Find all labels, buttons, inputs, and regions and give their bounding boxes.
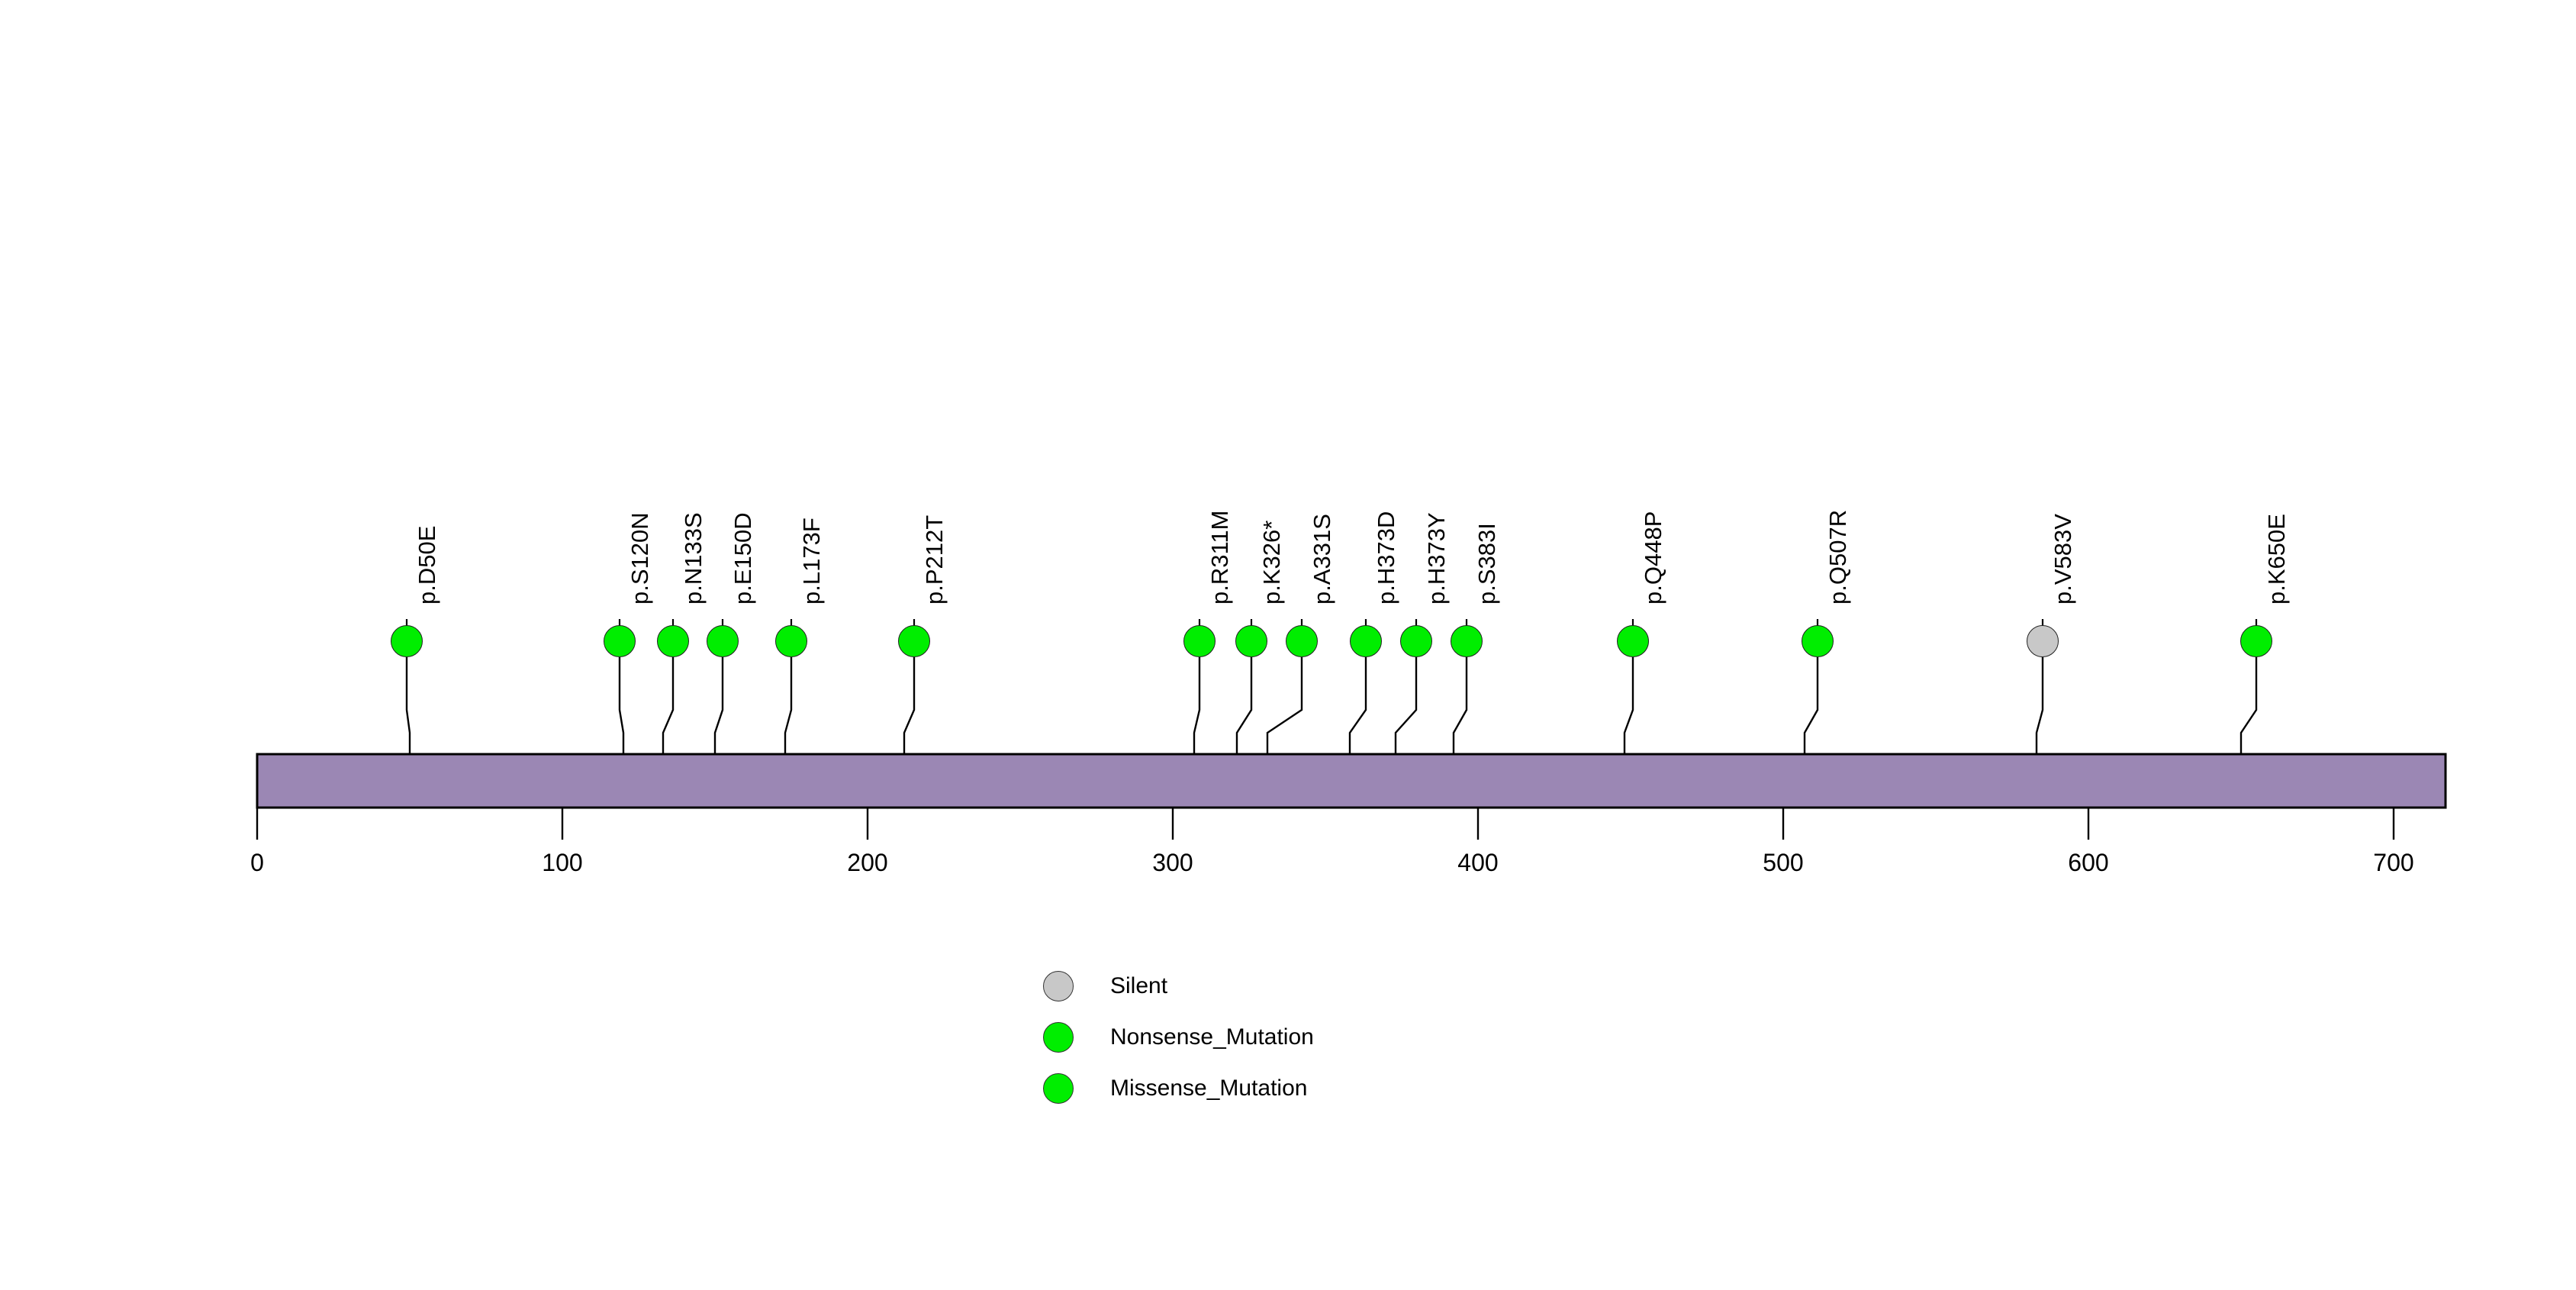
lollipop-dot-pQ448P[interactable] — [1617, 625, 1649, 657]
x-tick-label-400: 400 — [1457, 849, 1499, 876]
lollipop-label-pR311M: p.R311M — [1206, 510, 1233, 605]
lollipop-dot-pH373Y[interactable] — [1400, 625, 1432, 657]
lollipop-dot-pK326[interactable] — [1235, 625, 1267, 657]
lollipop-label-pQ507R: p.Q507R — [1824, 509, 1851, 605]
lollipop-label-pN133S: p.N133S — [680, 512, 707, 605]
lollipop-label-pP212T: p.P212T — [921, 514, 948, 605]
lollipop-label-pL173F: p.L173F — [798, 518, 825, 605]
lollipop-label-pS120N: p.S120N — [626, 512, 653, 605]
lollipop-label-pH373D: p.H373D — [1373, 511, 1399, 605]
lollipop-label-pH373Y: p.H373Y — [1423, 512, 1450, 605]
x-tick-label-0: 0 — [250, 849, 264, 876]
x-tick-label-200: 200 — [847, 849, 888, 876]
x-tick-label-500: 500 — [1763, 849, 1804, 876]
lollipop-dot-pE150D[interactable] — [707, 625, 739, 657]
lollipop-dot-pH373D[interactable] — [1350, 625, 1382, 657]
lollipop-label-pQ448P: p.Q448P — [1640, 511, 1666, 605]
lollipop-dot-pP212T[interactable] — [898, 625, 930, 657]
lollipop-dot-pR311M[interactable] — [1183, 625, 1216, 657]
lollipop-label-pV583V: p.V583V — [2050, 514, 2076, 605]
lollipop-dot-pA331S[interactable] — [1286, 625, 1318, 657]
protein-bar-group — [256, 753, 2447, 809]
lollipop-label-pK650E: p.K650E — [2263, 514, 2290, 605]
legend-label-silent: Silent — [1110, 973, 1168, 998]
protein-domain-bar — [256, 753, 2447, 809]
lollipop-label-pD50E: p.D50E — [414, 525, 440, 605]
legend-swatch-nonsense_mutation[interactable] — [1043, 1022, 1074, 1053]
lollipop-dot-pS120N[interactable] — [604, 625, 636, 657]
lollipop-dot-pN133S[interactable] — [657, 625, 689, 657]
lollipop-dot-pL173F[interactable] — [775, 625, 807, 657]
lollipop-dot-pV583V[interactable] — [2027, 625, 2059, 657]
lollipop-dot-pQ507R[interactable] — [1802, 625, 1834, 657]
legend-label-missense_mutation: Missense_Mutation — [1110, 1076, 1308, 1101]
lollipop-label-pE150D: p.E150D — [729, 512, 756, 605]
x-axis-group — [256, 808, 2395, 840]
x-tick-label-600: 600 — [2068, 849, 2109, 876]
legend-label-nonsense_mutation: Nonsense_Mutation — [1110, 1024, 1314, 1050]
legend-swatch-missense_mutation[interactable] — [1043, 1073, 1074, 1104]
x-tick-label-100: 100 — [542, 849, 583, 876]
lollipop-label-pS383I: p.S383I — [1473, 523, 1500, 605]
lollipop-label-pK326: p.K326* — [1258, 520, 1285, 605]
lollipop-dot-pD50E[interactable] — [391, 625, 423, 657]
lollipop-dot-pS383I[interactable] — [1451, 625, 1483, 657]
x-tick-label-300: 300 — [1152, 849, 1193, 876]
lollipop-label-pA331S: p.A331S — [1309, 514, 1335, 605]
x-tick-label-700: 700 — [2373, 849, 2414, 876]
lollipop-dot-pK650E[interactable] — [2240, 625, 2272, 657]
legend-swatch-silent[interactable] — [1043, 971, 1074, 1001]
